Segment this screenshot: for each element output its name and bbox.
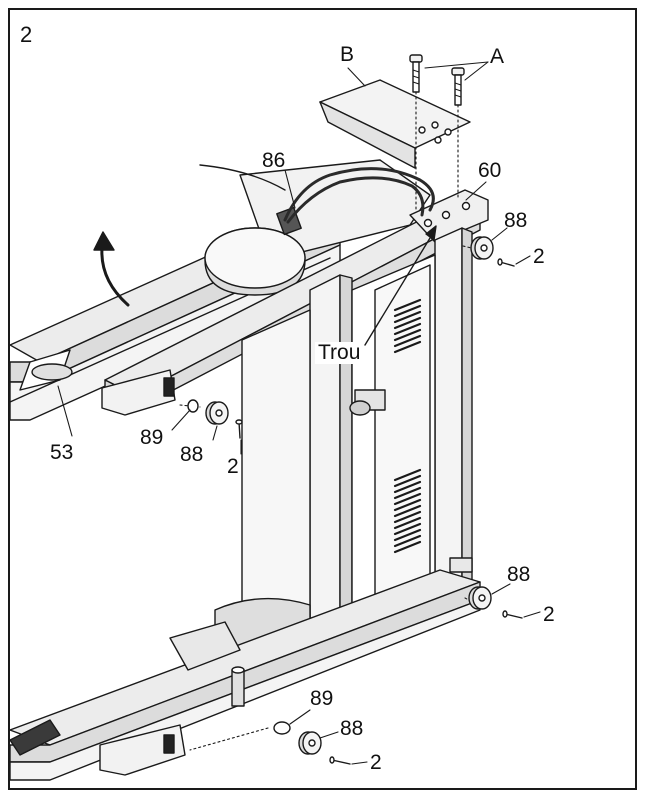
- label-part-89-mid: 89: [140, 426, 164, 449]
- label-part-88-lower-right: 88: [507, 563, 531, 586]
- motor-body: [214, 254, 436, 671]
- trou-arrow: [364, 225, 437, 346]
- label-part-86: 86: [262, 149, 286, 172]
- leader-lines: [57, 61, 541, 765]
- label-part-2-upper: 2: [533, 245, 545, 268]
- hardware-bottom: [273, 721, 351, 765]
- rotate-arrow: [93, 231, 130, 307]
- label-part-2-bottom: 2: [370, 751, 382, 774]
- label-part-53: 53: [50, 441, 74, 464]
- hardware-lower-right: [468, 586, 523, 619]
- assembly-illustration: [10, 54, 541, 781]
- label-part-2-lower-right: 2: [543, 603, 555, 626]
- wire-harness-86: [199, 164, 435, 224]
- label-part-88-mid: 88: [180, 443, 204, 466]
- bracket-b: [319, 79, 471, 169]
- bolts-a: [409, 54, 465, 106]
- diagram-frame: 2 A B 86 60 88 2 Trou 53 89 88 2 88 2 89…: [8, 8, 637, 790]
- label-part-88-bottom: 88: [340, 717, 364, 740]
- label-b: B: [340, 43, 355, 66]
- label-trou: Trou: [315, 342, 364, 364]
- base-rail-lower: [10, 557, 481, 781]
- label-part-88-upper: 88: [504, 209, 528, 232]
- step-number: 2: [20, 22, 33, 47]
- label-a: A: [490, 45, 505, 68]
- label-part-2-mid: 2: [227, 455, 239, 478]
- hardware-upper-right: [470, 236, 515, 267]
- label-part-89-bottom: 89: [310, 687, 334, 710]
- frame-posts: [309, 227, 473, 671]
- hardware-middle: [187, 399, 243, 439]
- label-part-60: 60: [478, 159, 502, 182]
